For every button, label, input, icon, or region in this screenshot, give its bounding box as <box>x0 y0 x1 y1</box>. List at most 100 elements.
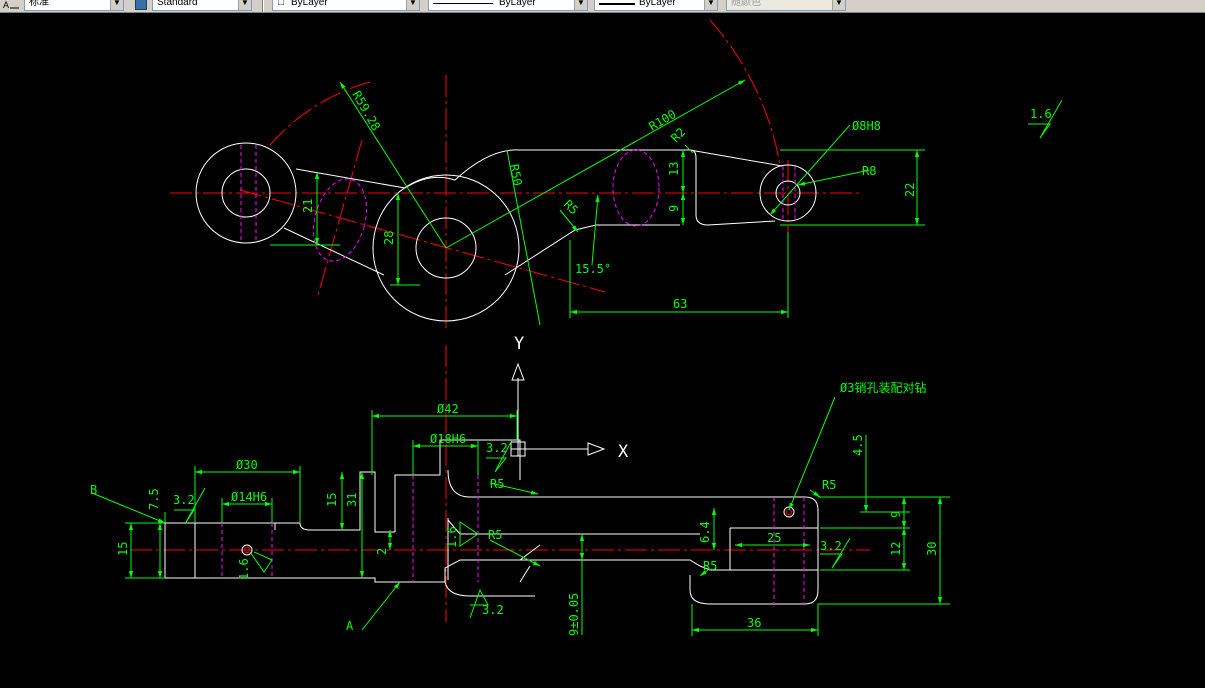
top-dim-texts: R59.28 R100 R2 Ø8H8 R8 22 13 9 21 28 R50… <box>301 89 1052 312</box>
properties-toolbar: A 标准 ▼ Standard ▼ □ ByLayer ▼ ByLayer ▼ … <box>0 0 1205 13</box>
dim-text: 31 <box>345 493 359 507</box>
dim-text: Ø30 <box>236 458 258 472</box>
cad-drawing: R59.28 R100 R2 Ø8H8 R8 22 13 9 21 28 R50… <box>90 19 1063 636</box>
dim-text: 1.6 <box>1030 107 1052 121</box>
dim-text: 36 <box>747 616 761 630</box>
dim-line <box>506 149 541 326</box>
dim-line <box>769 124 851 216</box>
dim-text: 15.5° <box>575 262 611 276</box>
ucs-x-label: X <box>618 442 629 462</box>
dim-text: 12 <box>889 542 903 556</box>
right-hole-circle <box>775 180 801 206</box>
dim-text: Ø8H8 <box>852 119 881 133</box>
top-dimensions <box>270 79 1063 326</box>
dim-line <box>797 169 871 186</box>
outline-edge <box>519 544 541 583</box>
dim-text: 21 <box>301 199 315 213</box>
leader-line <box>489 539 541 567</box>
dim-text: 15 <box>325 493 339 507</box>
ucs-y-label: Y <box>514 334 524 354</box>
toolbar-separator <box>262 0 264 12</box>
plot-style-value: 随颜色 <box>731 0 761 8</box>
bottom-dimensions <box>91 396 950 636</box>
layer-color-value: ByLayer <box>291 0 328 8</box>
top-outline <box>195 142 817 322</box>
dim-text: 1.6 <box>237 558 251 580</box>
dim-text: Ø14H6 <box>231 490 267 504</box>
dim-text: 3.2 <box>173 493 195 507</box>
ucs-y-arrow <box>511 362 525 381</box>
angle-dim <box>591 194 600 266</box>
leader-line <box>361 581 401 631</box>
hidden-ellipse <box>313 178 367 262</box>
leader-line <box>809 489 821 498</box>
svg-text:A: A <box>3 0 9 10</box>
dim-text: 13 <box>667 162 681 176</box>
top-centerlines <box>170 19 860 622</box>
plot-style-select: 随颜色 ▼ <box>726 0 846 11</box>
dim-text: 1.6 <box>445 526 459 548</box>
chevron-down-icon[interactable]: ▼ <box>110 0 123 10</box>
dim-text: R5 <box>703 559 717 573</box>
outline-edge <box>283 227 385 276</box>
roughness-symbol <box>249 551 273 573</box>
dim-text: 25 <box>767 531 781 545</box>
dim-text: 7.5 <box>147 488 161 510</box>
linetype-value: ByLayer <box>499 0 536 8</box>
dim-line <box>339 81 447 249</box>
left-hole-circle <box>221 168 271 218</box>
dim-text: R5 <box>822 478 836 492</box>
outline-edge <box>695 158 776 226</box>
text-style-icon[interactable]: A <box>2 0 19 10</box>
top-view: R59.28 R100 R2 Ø8H8 R8 22 13 9 21 28 R50… <box>170 19 1063 622</box>
text-style-select[interactable]: 标准 ▼ <box>24 0 124 11</box>
outline-edge <box>447 518 700 580</box>
dim-text: 9±0.05 <box>567 593 581 636</box>
chevron-down-icon[interactable]: ▼ <box>238 0 251 10</box>
leader-line <box>788 396 836 511</box>
chevron-down-icon: ▼ <box>832 0 845 10</box>
dim-line <box>559 209 579 233</box>
ucs-icon <box>510 362 606 457</box>
dim-text: 28 <box>382 231 396 245</box>
bottom-dim-texts: Ø42 Ø18H6 3.2 Ø30 B 7.5 3.2 Ø14H6 15 1.6… <box>90 380 939 636</box>
roughness-symbol <box>469 588 489 619</box>
arc-centerline <box>709 19 781 166</box>
chevron-down-icon[interactable]: ▼ <box>406 0 419 10</box>
leader-line <box>91 492 166 524</box>
ucs-x-arrow <box>587 442 606 456</box>
dim-text: Ø18H6 <box>430 432 466 446</box>
pin-hole-left <box>241 544 253 556</box>
right-boss-circle <box>759 164 817 222</box>
outline-edge <box>360 528 731 583</box>
outline-edge <box>689 149 697 159</box>
centerline <box>239 189 606 293</box>
linetype-select[interactable]: ByLayer ▼ <box>428 0 588 11</box>
layer-color-select[interactable]: □ ByLayer ▼ <box>272 0 420 11</box>
drawing-canvas[interactable]: R59.28 R100 R2 Ø8H8 R8 22 13 9 21 28 R50… <box>0 13 1205 684</box>
centerline <box>317 139 363 296</box>
dim-text: R50 <box>507 163 525 187</box>
bottom-outline <box>164 439 819 605</box>
ucs-labels: Y X <box>514 334 629 462</box>
chevron-down-icon[interactable]: ▼ <box>574 0 587 10</box>
dim-text: Ø42 <box>437 402 459 416</box>
bottom-view: Ø42 Ø18H6 3.2 Ø30 B 7.5 3.2 Ø14H6 15 1.6… <box>90 380 950 636</box>
dim-text: R8 <box>862 164 876 178</box>
text-style-value: 标准 <box>29 0 49 8</box>
roughness-symbol <box>486 439 513 473</box>
outline-edge <box>444 581 535 597</box>
outline-edge <box>299 471 395 533</box>
linetype-preview <box>433 3 493 4</box>
lineweight-select[interactable]: ByLayer ▼ <box>594 0 718 11</box>
dim-text: 63 <box>673 297 687 311</box>
dimension-style-icon[interactable] <box>135 0 147 10</box>
dim-text: 30 <box>925 542 939 556</box>
chevron-down-icon[interactable]: ▼ <box>704 0 717 10</box>
dimension-style-select[interactable]: Standard ▼ <box>152 0 252 11</box>
roughness-symbol <box>1028 99 1063 139</box>
dim-text: 4.5 <box>851 434 865 456</box>
outline-edge <box>404 149 783 189</box>
lineweight-preview <box>599 3 635 5</box>
